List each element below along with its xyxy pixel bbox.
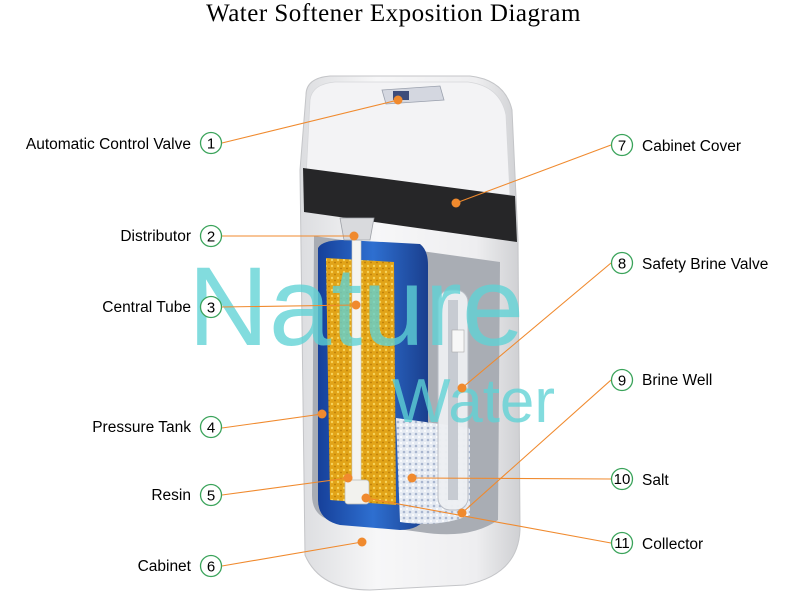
watermark-water: Water <box>392 367 555 436</box>
label-text: Automatic Control Valve <box>26 136 191 153</box>
cabinet-band <box>303 168 517 242</box>
label-number: 7 <box>618 138 626 155</box>
label-text: Cabinet Cover <box>642 138 741 155</box>
label-number: 5 <box>207 488 215 505</box>
label-number: 10 <box>614 471 631 488</box>
label-1: Automatic Control Valve 1 <box>26 131 223 155</box>
diagram-title: Water Softener Exposition Diagram <box>206 0 581 27</box>
label-6: Cabinet 6 <box>138 554 223 578</box>
label-4: Pressure Tank 4 <box>92 415 223 439</box>
number-circle <box>610 251 634 275</box>
number-circle <box>199 483 223 507</box>
label-2: Distributor 2 <box>120 224 223 248</box>
label-11: 11 Collector <box>610 531 703 555</box>
distributor <box>339 217 375 241</box>
label-number: 9 <box>618 373 626 390</box>
label-text: Brine Well <box>642 372 712 389</box>
label-number: 6 <box>207 559 215 576</box>
label-3: Central Tube 3 <box>102 295 223 319</box>
brine-valve-float <box>451 329 465 353</box>
number-circle <box>610 133 634 157</box>
label-text: Pressure Tank <box>92 419 191 436</box>
safety-brine-valve <box>448 300 458 500</box>
control-display <box>393 91 409 100</box>
label-text: Cabinet <box>138 558 192 575</box>
label-number: 4 <box>207 420 215 437</box>
label-number: 2 <box>207 229 215 246</box>
label-8: 8 Safety Brine Valve <box>610 251 768 275</box>
label-10: 10 Salt <box>610 467 669 491</box>
label-number: 1 <box>207 136 215 153</box>
number-circle <box>199 415 223 439</box>
label-text: Safety Brine Valve <box>642 256 768 273</box>
number-circle <box>199 224 223 248</box>
label-5: Resin 5 <box>151 483 223 507</box>
label-text: Resin <box>151 487 191 504</box>
number-circle <box>199 131 223 155</box>
number-circle <box>610 368 634 392</box>
label-text: Central Tube <box>102 299 191 316</box>
label-9: 9 Brine Well <box>610 368 712 392</box>
number-circle <box>610 531 634 555</box>
label-text: Distributor <box>120 228 191 245</box>
label-7: 7 Cabinet Cover <box>610 133 741 157</box>
number-circle <box>199 295 223 319</box>
label-number: 11 <box>614 535 630 552</box>
label-number: 3 <box>207 300 215 317</box>
label-text: Collector <box>642 536 703 553</box>
number-circle <box>610 467 634 491</box>
number-circle <box>199 554 223 578</box>
label-number: 8 <box>618 256 626 273</box>
label-text: Salt <box>642 472 669 489</box>
leader-lines <box>221 95 612 567</box>
